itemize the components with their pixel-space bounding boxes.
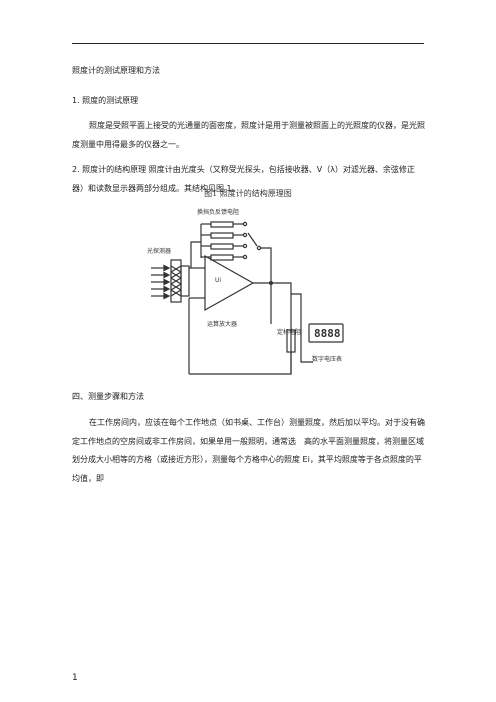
opamp-symbol: Ui <box>215 277 221 284</box>
section1-body: 照度是受照平面上接受的光通量的面密度，照度计是用于测量被照面上的光照度的仪器，是… <box>72 121 425 149</box>
section2-body: 2. 照度计的结构原理 照度计由光度头（又称受光探头，包括接收器、V（λ）对滤光… <box>72 165 415 193</box>
feedback-resistor-2 <box>210 232 234 239</box>
illuminance-meter-diagram: 换挡负反馈电阻 光探测器 Ui 运算放大器 定标电阻 数字电压表 8888 <box>147 208 344 375</box>
op-amp <box>189 254 273 312</box>
feedback-resistor-bank <box>200 221 248 261</box>
photo-detector <box>170 259 190 303</box>
incident-light-arrows <box>151 264 171 300</box>
calibration-resistor-label: 定标电阻 <box>277 328 301 336</box>
section4-paragraph: 在工作房间内，应该在每个工作地点（如书桌、工作台）测量照度，然后加以平均。对于没… <box>72 414 426 488</box>
section4-body: 在工作房间内，应该在每个工作地点（如书桌、工作台）测量照度，然后加以平均。对于没… <box>72 418 425 483</box>
display-label: 数字电压表 <box>312 355 342 363</box>
header-rule <box>72 43 424 44</box>
range-switch <box>247 232 272 324</box>
doc-title: 照度计的测试原理和方法 <box>72 66 160 75</box>
section4-heading: 四、测量步骤和方法 <box>72 392 144 401</box>
figure-caption: 图1 照度计的结构原理图 <box>204 189 292 198</box>
detector-label: 光探测器 <box>147 247 171 255</box>
digital-voltmeter <box>308 323 344 343</box>
display-digits: 8888 <box>314 327 341 340</box>
feedback-resistor-label: 换挡负反馈电阻 <box>197 208 239 216</box>
feedback-resistor-4 <box>210 254 234 261</box>
section2-paragraph: 2. 照度计的结构原理 照度计由光度头（又称受光探头，包括接收器、V（λ）对滤光… <box>72 161 426 198</box>
opamp-label: 运算放大器 <box>207 320 237 328</box>
section1-paragraph: 照度是受照平面上接受的光通量的面密度，照度计是用于测量被照面上的光照度的仪器，是… <box>72 117 426 154</box>
page-number: 1 <box>72 673 78 683</box>
feedback-resistor-3 <box>210 243 234 250</box>
section1-heading: 1. 照度的测试原理 <box>72 96 139 105</box>
feedback-resistor-1 <box>210 221 234 228</box>
